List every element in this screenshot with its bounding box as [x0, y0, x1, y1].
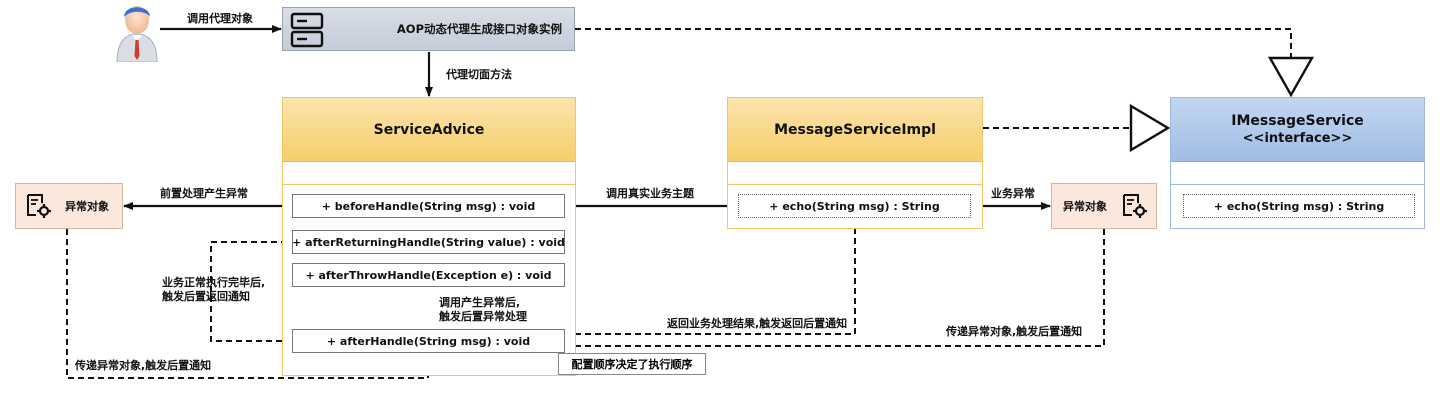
message-service-impl-fields [728, 162, 982, 185]
exception-object-left: 异常对象 [15, 183, 123, 229]
exception-object-right: 异常对象 [1051, 183, 1157, 229]
interface-stereotype: <<interface>> [1242, 130, 1353, 146]
exception-left-label: 异常对象 [65, 200, 109, 213]
proxy-box: AOP动态代理生成接口对象实例 [282, 7, 575, 51]
label-pass-exception-left: 传递异常对象,触发后置通知 [75, 359, 212, 372]
method-after-throw-handle: + afterThrowHandle(Exception e) : void [292, 263, 565, 287]
edge-normal-return [210, 242, 292, 342]
settings-doc-icon [27, 194, 51, 218]
service-advice-fields [283, 162, 575, 185]
method-after-handle: + afterHandle(String msg) : void [292, 329, 565, 353]
label-business-exception: 业务异常 [991, 187, 1035, 200]
realization-arrow-top [1267, 56, 1315, 98]
method-echo-impl: + echo(String msg) : String [738, 194, 971, 218]
service-advice-title: ServiceAdvice [283, 98, 575, 162]
label-normal-return: 业务正常执行完毕后, 触发后置返回通知 [162, 276, 266, 303]
proxy-label: AOP动态代理生成接口对象实例 [396, 22, 562, 36]
interface-header: IMessageService <<interface>> [1171, 98, 1424, 162]
realization-arrow-right [1129, 103, 1171, 153]
method-echo-interface: + echo(String msg) : String [1183, 194, 1415, 218]
label-return-result: 返回业务处理结果,触发返回后置通知 [667, 317, 848, 330]
label-after-throw: 调用产生异常后, 触发后置异常处理 [439, 296, 527, 323]
interface-fields [1171, 162, 1424, 185]
settings-doc-icon [1123, 194, 1147, 218]
server-icon [290, 12, 324, 48]
edge-return-result [567, 218, 856, 334]
label-pass-exception-right: 传递异常对象,触发后置通知 [946, 325, 1083, 338]
label-call-real: 调用真实业务主题 [606, 187, 694, 200]
method-before-handle: + beforeHandle(String msg) : void [292, 194, 565, 218]
label-before-exception: 前置处理产生异常 [160, 187, 248, 200]
user-icon [116, 6, 158, 62]
edge-proxy-realizes-interface [575, 28, 1292, 57]
message-service-impl-title: MessageServiceImpl [728, 98, 982, 162]
edge-pass-exception-right [567, 229, 1105, 346]
label-call-proxy: 调用代理对象 [187, 12, 253, 25]
exception-right-label: 异常对象 [1063, 200, 1107, 213]
order-note: 配置顺序决定了执行顺序 [558, 353, 706, 375]
method-after-returning-handle: + afterReturningHandle(String value) : v… [292, 230, 565, 254]
label-proxy-aspect: 代理切面方法 [446, 68, 512, 81]
interface-title: IMessageService [1231, 112, 1364, 129]
